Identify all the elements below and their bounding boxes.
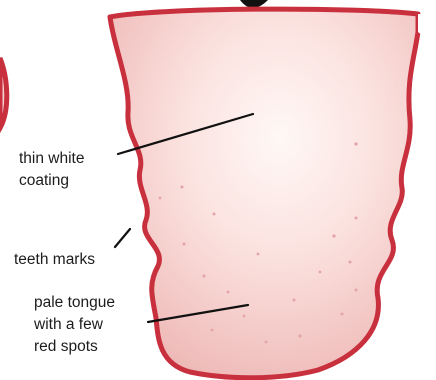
tongue-body xyxy=(110,9,418,378)
left-neighbor-edge xyxy=(0,58,7,128)
teeth-marks-leader-line xyxy=(115,229,130,247)
label-teeth-marks: teeth marks xyxy=(14,249,95,271)
label-pale-tongue: pale tongue with a few red spots xyxy=(34,292,115,358)
right-neighbor-edge xyxy=(418,14,436,70)
label-thin-white-coating: thin white coating xyxy=(19,148,84,192)
